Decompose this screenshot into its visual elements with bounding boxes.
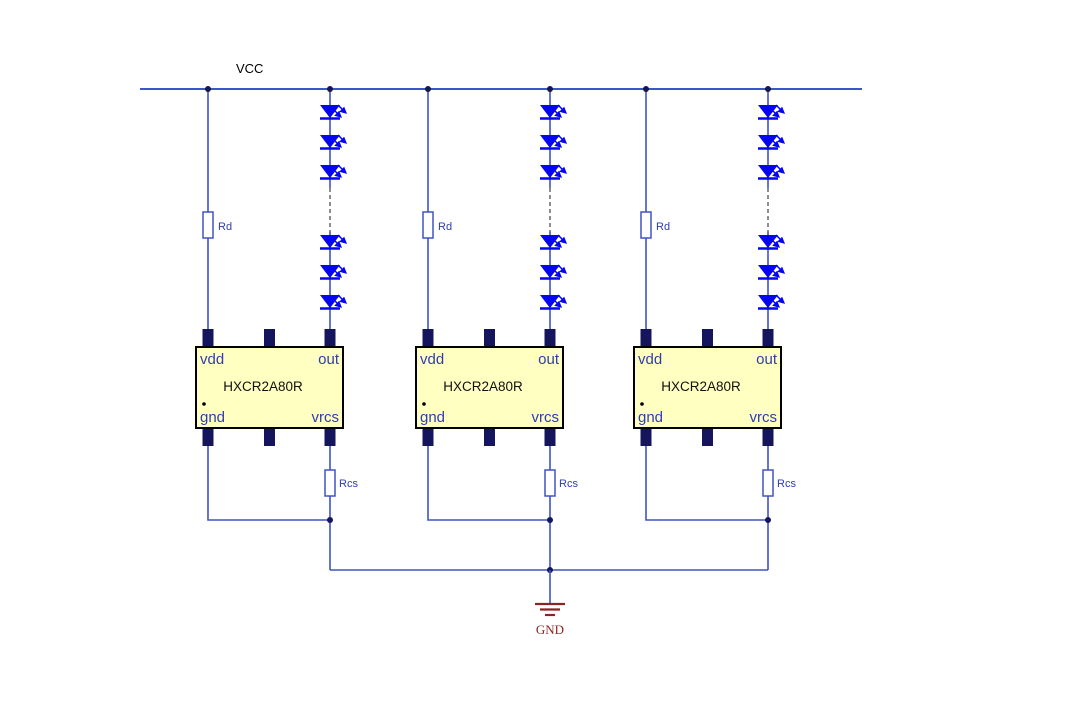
driver-block-2	[416, 86, 578, 570]
driver-block-1	[196, 86, 358, 570]
gnd-label: GND	[536, 622, 564, 637]
driver-block-3	[634, 86, 796, 570]
ground-bars	[535, 602, 565, 617]
vcc-label: VCC	[236, 61, 263, 76]
ground-symbol: GND	[535, 570, 565, 637]
